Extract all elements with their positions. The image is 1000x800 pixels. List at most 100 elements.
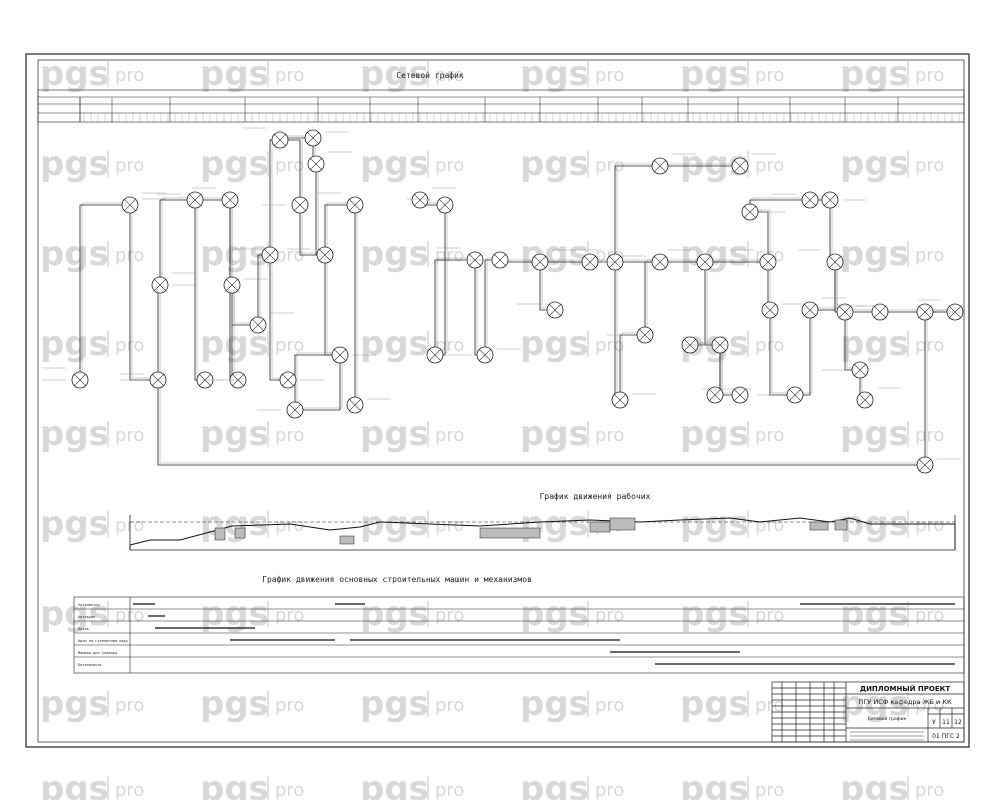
watermark-suffix: pro (115, 695, 144, 716)
event-node-cross (224, 194, 236, 206)
watermark-brand: pgs (360, 684, 429, 724)
network-edge-double (326, 202, 355, 255)
machine-row-label: Экскаватор (78, 603, 100, 607)
title-block-sheets: 12 (954, 719, 962, 726)
watermark-brand: pgs (680, 684, 749, 724)
watermark-brand: pgs (520, 234, 589, 274)
event-node-cross (859, 394, 871, 406)
watermark-brand: pgs (40, 234, 109, 274)
event-node-cross (919, 459, 931, 471)
network-edge (294, 354, 340, 410)
time-scale-table (37, 89, 965, 123)
network-diagram (42, 127, 964, 474)
event-node-cross (639, 329, 651, 341)
event-node-cross (654, 256, 666, 268)
machine-row-label: Машина для укладки (78, 651, 117, 655)
event-node-cross (854, 364, 866, 376)
watermark-brand: pgs (200, 414, 269, 454)
network-edge (614, 262, 620, 401)
workforce-chart (129, 515, 956, 551)
watermark-brand: pgs (200, 54, 269, 94)
event-node-cross (310, 158, 322, 170)
event-node-cross (699, 256, 711, 268)
watermark-suffix: pro (915, 335, 944, 356)
network-edge (435, 205, 446, 356)
network-edge-double (271, 255, 288, 379)
event-node-cross (334, 349, 346, 361)
watermark-brand: pgs (520, 684, 589, 724)
watermark-brand: pgs (680, 414, 749, 454)
event-node-cross (189, 194, 201, 206)
event-node-cross (264, 249, 276, 261)
workforce-title: График движения рабочих (540, 491, 651, 501)
event-node-cross (152, 374, 164, 386)
watermark-brand: pgs (680, 594, 749, 634)
event-node-cross (439, 199, 451, 211)
network-edge (79, 204, 130, 380)
network-edge (474, 260, 485, 356)
event-node-cross (804, 304, 816, 316)
watermark-suffix: pro (755, 155, 784, 176)
watermark-suffix: pro (595, 605, 624, 626)
watermark-brand: pgs (680, 234, 749, 274)
watermark-suffix: pro (755, 605, 784, 626)
watermark-brand: pgs (40, 414, 109, 454)
workforce-hatched-block (234, 527, 246, 539)
network-edge (644, 261, 660, 335)
watermark-suffix: pro (435, 335, 464, 356)
event-node-cross (549, 304, 561, 316)
network-edge (614, 165, 660, 262)
network-edge-double (476, 260, 485, 354)
watermark-brand: pgs (520, 594, 589, 634)
network-edge-double (296, 352, 340, 410)
machine-row-label: Бетононасос (78, 663, 102, 667)
machine-row-label: Автокран (78, 615, 95, 619)
network-edge-double (646, 259, 660, 335)
watermark-brand: pgs (360, 234, 429, 274)
watermark-brand: pgs (200, 234, 269, 274)
watermark-brand: pgs (360, 54, 429, 94)
watermark-brand: pgs (40, 504, 109, 544)
watermark-suffix: pro (915, 245, 944, 266)
event-node-cross (534, 256, 546, 268)
watermark-brand: pgs (520, 414, 589, 454)
watermark-suffix: pro (595, 155, 624, 176)
watermark-suffix: pro (915, 695, 944, 716)
watermark-brand: pgs (360, 769, 429, 800)
watermark-suffix: pro (275, 695, 304, 716)
event-node-cross (479, 349, 491, 361)
watermark-suffix: pro (435, 155, 464, 176)
machine-row-label: Кран на гусеничном ходу (78, 639, 129, 643)
workforce-hatched-block (339, 535, 355, 545)
title-block-doc-code: 01 ПГС 2 (932, 733, 960, 740)
network-edge (484, 259, 500, 355)
watermark-suffix: pro (915, 515, 944, 536)
watermark-suffix: pro (275, 515, 304, 536)
event-node-cross (744, 206, 756, 218)
event-node-cross (494, 254, 506, 266)
watermark-brand: pgs (840, 54, 909, 94)
watermark-brand: pgs (840, 324, 909, 364)
watermark-brand: pgs (200, 144, 269, 184)
watermark-suffix: pro (275, 425, 304, 446)
workforce-hatched-block (589, 521, 611, 533)
watermark-suffix: pro (595, 780, 624, 800)
event-node-cross (124, 199, 136, 211)
network-edge-double (81, 202, 130, 380)
time-scale-columns (79, 97, 960, 122)
watermark-suffix: pro (275, 605, 304, 626)
title-block-notes (850, 731, 924, 741)
machine-row-label: Каток (78, 627, 90, 631)
watermark-suffix: pro (435, 605, 464, 626)
inner-frame (37, 59, 965, 743)
network-edge (159, 199, 195, 285)
network-edge-double (317, 164, 325, 254)
workforce-hatched-block (479, 527, 541, 539)
network-edge-double (131, 205, 158, 379)
watermark-suffix: pro (755, 515, 784, 536)
watermark-brand: pgs (520, 54, 589, 94)
event-node-cross (294, 199, 306, 211)
event-node-cross (824, 194, 836, 206)
watermark-suffix: pro (435, 780, 464, 800)
watermark-suffix: pro (595, 425, 624, 446)
